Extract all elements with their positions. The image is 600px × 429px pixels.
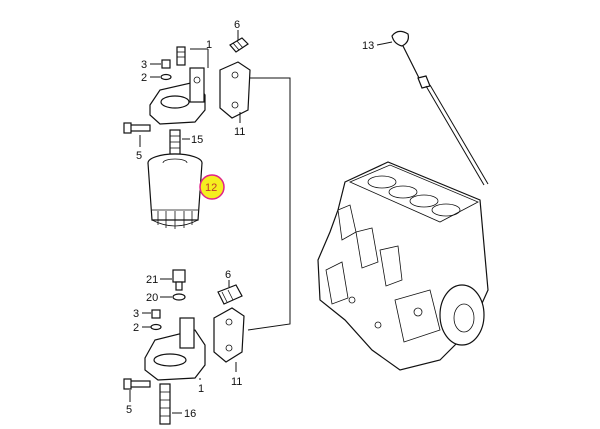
callout-12: 12	[205, 182, 217, 194]
callout-6-top: 6	[234, 19, 240, 31]
callout-2-bottom: 2	[133, 322, 139, 334]
oil-filter-12	[147, 153, 203, 229]
bolt-5-bottom	[123, 378, 151, 390]
callout-20: 20	[146, 292, 158, 304]
callout-2-top: 2	[141, 72, 147, 84]
gasket-11-bottom	[213, 307, 245, 363]
bolt-1-top	[176, 46, 186, 66]
callout-13: 13	[362, 40, 374, 52]
callout-6-bottom: 6	[225, 269, 231, 281]
washer-2-bottom	[150, 323, 162, 331]
screw-3-top	[161, 59, 171, 69]
engine-block	[317, 161, 489, 371]
flange-housing-bottom	[144, 317, 206, 381]
dipstick-13	[376, 30, 489, 186]
stud-15	[169, 129, 181, 155]
highlight-marker	[199, 174, 225, 200]
gasket-11-top	[219, 61, 251, 119]
screw-3-bottom	[151, 309, 161, 319]
callout-5-bottom: 5	[126, 404, 132, 416]
callout-3-bottom: 3	[133, 308, 139, 320]
callout-11-bottom: 11	[231, 376, 242, 388]
callout-1-bottom: 1	[198, 383, 204, 395]
callout-11-top: 11	[234, 126, 245, 138]
leader-lines-bottom	[129, 278, 237, 414]
sensor-21	[172, 269, 186, 291]
callout-1-top: 1	[206, 39, 212, 51]
callout-15: 15	[191, 134, 203, 146]
washer-20	[172, 293, 186, 301]
stud-16	[159, 383, 171, 425]
callout-3-top: 3	[141, 59, 147, 71]
flange-housing-top	[149, 67, 206, 125]
sender-6-top	[229, 37, 249, 53]
callout-16: 16	[184, 408, 196, 420]
washer-2-top	[160, 73, 172, 81]
sender-6-bottom	[217, 284, 243, 305]
callout-5-top: 5	[136, 150, 142, 162]
bolt-5-top	[123, 122, 151, 134]
callout-21: 21	[146, 274, 158, 286]
